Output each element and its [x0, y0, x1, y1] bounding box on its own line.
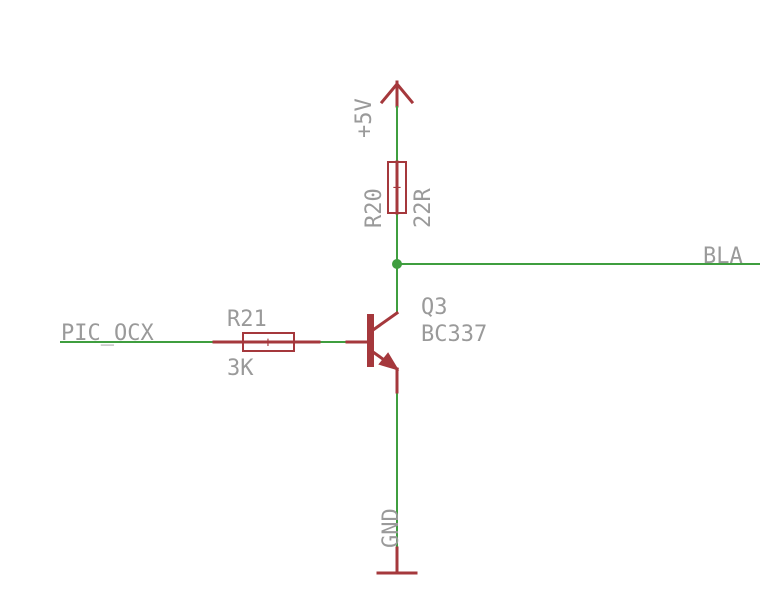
q3-value-label: BC337	[421, 322, 487, 347]
resistor-r21: +	[212, 332, 321, 352]
ground-symbol	[376, 546, 418, 575]
r20-value-label: 22R	[411, 188, 436, 228]
resistor-r20: +	[387, 160, 407, 215]
r21-value-label: 3K	[227, 356, 254, 381]
junction-dot	[392, 259, 402, 269]
r21-name-label: R21	[227, 307, 267, 332]
q3-name-label: Q3	[421, 295, 448, 320]
ground-label: GND	[379, 508, 404, 548]
net-label-pic-ocx: PIC_OCX	[61, 321, 154, 346]
net-label-bla: BLA	[703, 244, 743, 269]
r20-name-label: R20	[362, 188, 387, 228]
supply-label: +5V	[352, 98, 377, 138]
supply-symbol	[379, 80, 415, 108]
r21-plus-mark: +	[264, 335, 272, 351]
r20-plus-mark: +	[393, 180, 401, 196]
transistor-q3	[345, 310, 400, 394]
